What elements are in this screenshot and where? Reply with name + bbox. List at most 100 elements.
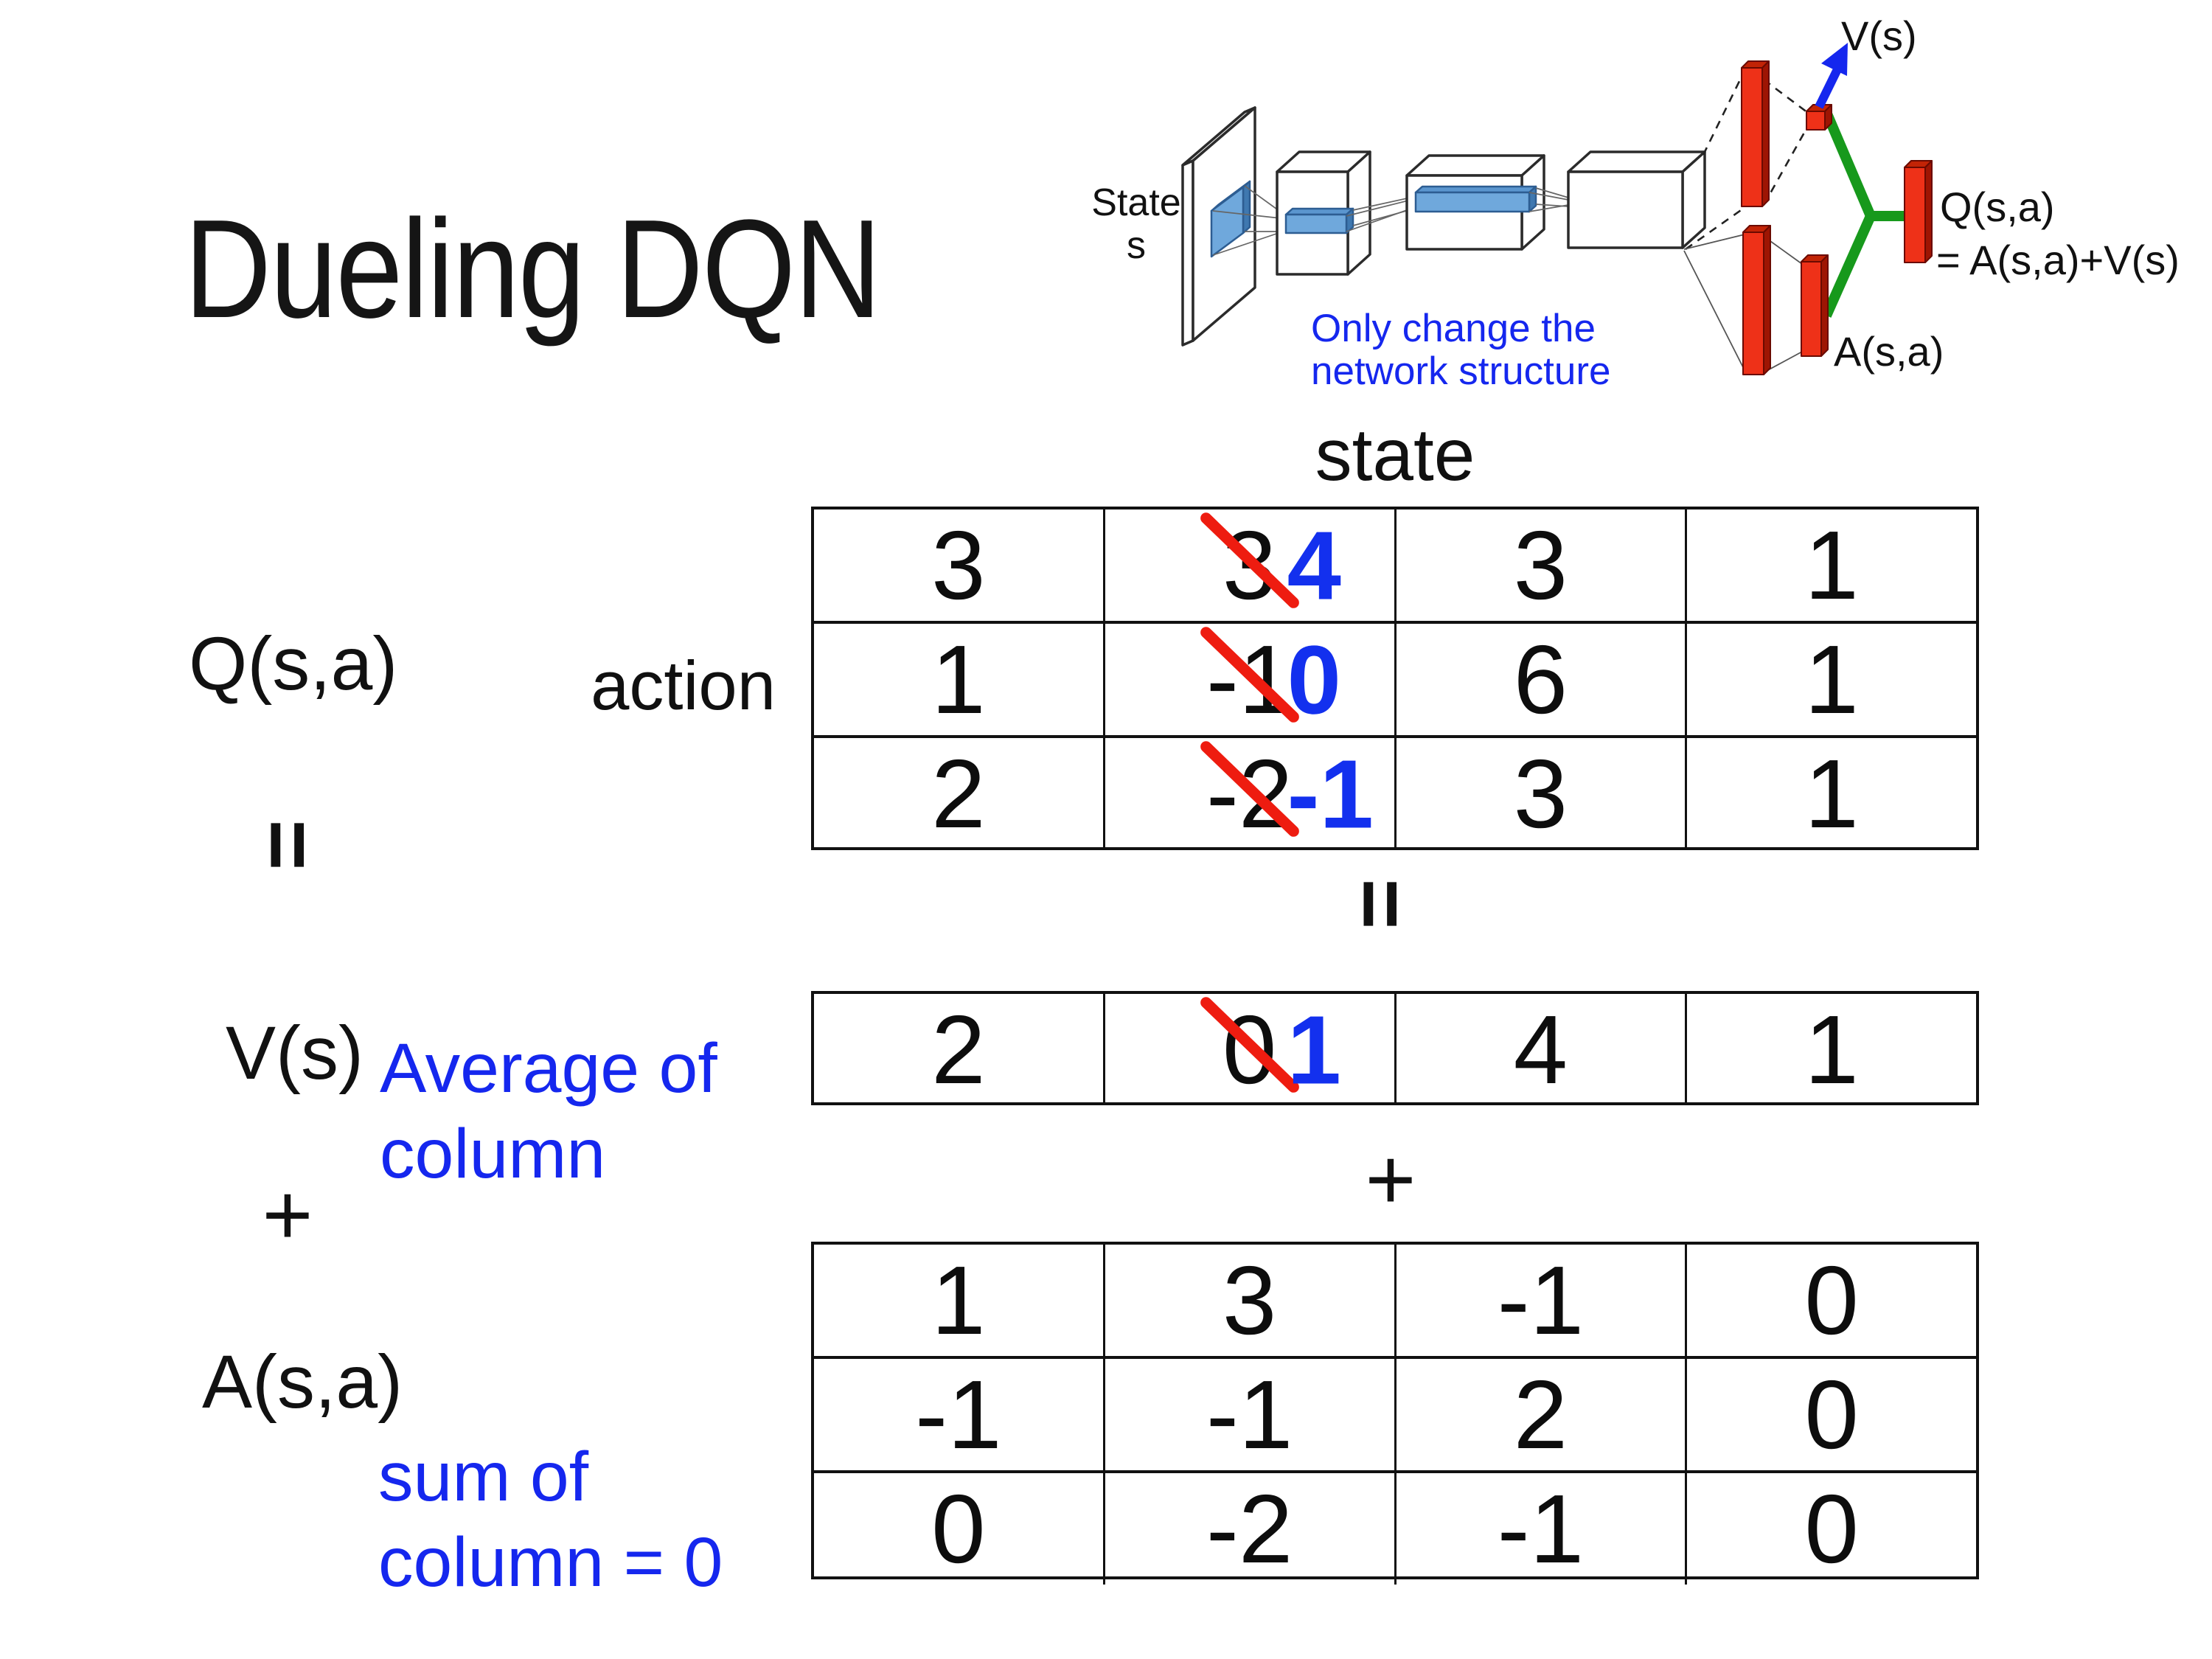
advantage-stream-lines xyxy=(1683,234,1803,372)
table-cell: 1 xyxy=(1685,509,1976,621)
table-cell: 1 xyxy=(1685,738,1976,849)
table-cell: 0 xyxy=(814,1473,1103,1585)
table-cell: 0 xyxy=(1685,1245,1976,1356)
table-cell: 4 xyxy=(1394,994,1686,1105)
red-strikethrough-line xyxy=(1197,739,1301,840)
diagram-a-output-label: A(s,a) xyxy=(1834,328,1944,375)
sum-note-line1: sum of xyxy=(378,1438,589,1516)
diagram-state-label-line2: s xyxy=(1127,224,1146,267)
cell-value: 1 xyxy=(1804,625,1859,734)
table-cell: 1 xyxy=(1685,994,1976,1105)
table-cell: 2 xyxy=(814,994,1103,1105)
cell-value: 2 xyxy=(931,995,986,1104)
table-cell: 3 xyxy=(1102,1245,1394,1356)
table-row: 0 -2 -1 0 xyxy=(814,1470,1976,1585)
v-output-arrow xyxy=(1815,43,1848,109)
table-cell: -10 xyxy=(1102,624,1394,735)
cell-value: 4 xyxy=(1513,995,1568,1104)
table-cell: 34 xyxy=(1102,509,1394,621)
corrected-value: 0 xyxy=(1287,625,1341,734)
cell-value: -1 xyxy=(1497,1475,1585,1583)
average-of-column-note: Average of column xyxy=(380,1026,717,1197)
diagram-v-output-label: V(s) xyxy=(1841,13,1917,59)
merge-connector xyxy=(1821,110,1911,318)
table-cell: 1 xyxy=(814,624,1103,735)
cell-value: 2 xyxy=(1513,1360,1568,1469)
slide-title: Dueling DQN xyxy=(184,191,881,347)
fc-box xyxy=(1567,150,1706,249)
diagram-state-label-line1: State xyxy=(1091,181,1180,224)
table-cell: 6 xyxy=(1394,624,1686,735)
value-hidden-bar xyxy=(1741,60,1770,207)
equals-glyph-center: = xyxy=(1331,878,1429,930)
cell-value: 0 xyxy=(931,1475,986,1583)
cell-value: 1 xyxy=(1804,511,1859,619)
diagram-q-output-label-line1: Q(s,a) xyxy=(1940,184,2055,230)
corrected-value: 1 xyxy=(1287,995,1341,1104)
state-axis-header: state xyxy=(1315,414,1475,496)
corrected-value: 4 xyxy=(1287,511,1341,619)
table-cell: 1 xyxy=(814,1245,1103,1356)
advantage-vector-bar xyxy=(1801,254,1829,357)
plus-sign-center: + xyxy=(1346,1131,1435,1228)
table-cell: 2 xyxy=(1394,1359,1686,1470)
value-stream-dashed-lines xyxy=(1685,73,1809,251)
sum-of-column-note: sum of column = 0 xyxy=(378,1435,723,1606)
cell-value: 3 xyxy=(1513,511,1568,619)
table-cell: 3 xyxy=(1394,509,1686,621)
red-strikethrough-line xyxy=(1197,510,1301,611)
table-cell: -2-1 xyxy=(1102,738,1394,849)
crossed-out-value: -2 xyxy=(1197,738,1301,849)
diagram-note-line2: network structure xyxy=(1311,349,1610,393)
cell-value: 0 xyxy=(1804,1360,1859,1469)
action-axis-label: action xyxy=(591,647,776,724)
scalar-v-node xyxy=(1806,104,1832,131)
cell-value: 3 xyxy=(1222,1246,1277,1354)
cell-value: 6 xyxy=(1513,625,1568,734)
diagram-note-line1: Only change the xyxy=(1311,307,1596,350)
network-diagram: State s Only change the network structur… xyxy=(1091,13,2180,393)
table-cell: 0 xyxy=(1685,1359,1976,1470)
cell-value: 0 xyxy=(1804,1246,1859,1354)
input-feature-patch xyxy=(1210,180,1251,258)
table-cell: -1 xyxy=(1394,1473,1686,1585)
table-cell: 3 xyxy=(814,509,1103,621)
state-value-table: 20141 xyxy=(811,991,1979,1105)
table-cell: 3 xyxy=(1394,738,1686,849)
diagram-q-output-label-line2: = A(s,a)+V(s) xyxy=(1936,237,2180,283)
cell-value: 1 xyxy=(1804,740,1859,848)
table-cell: 1 xyxy=(1685,624,1976,735)
equals-sign-center: = xyxy=(1321,860,1439,948)
average-note-line2: column xyxy=(380,1114,606,1193)
cell-value: 0 xyxy=(1804,1475,1859,1583)
table-cell: -1 xyxy=(1394,1245,1686,1356)
average-note-line1: Average of xyxy=(380,1029,717,1107)
table-row: 2-2-1 3 1 xyxy=(814,735,1976,849)
cell-value: -1 xyxy=(1497,1246,1585,1354)
table-cell: -2 xyxy=(1102,1473,1394,1585)
v-function-label: V(s) xyxy=(226,1011,364,1095)
plus-glyph-left: + xyxy=(262,1166,313,1264)
feature-bar-2 xyxy=(1414,185,1537,213)
cell-value: -2 xyxy=(1206,1475,1293,1583)
red-strikethrough-line xyxy=(1197,995,1301,1096)
advantage-hidden-bar xyxy=(1742,225,1771,375)
table-cell: -1 xyxy=(1102,1359,1394,1470)
cell-value: 3 xyxy=(1513,740,1568,848)
equals-glyph-left: = xyxy=(238,819,336,871)
crossed-out-value: 0 xyxy=(1197,994,1301,1105)
red-strikethrough-line xyxy=(1197,625,1301,726)
table-cell: 01 xyxy=(1102,994,1394,1105)
plus-sign-left: + xyxy=(243,1166,332,1264)
q-function-label: Q(s,a) xyxy=(189,622,398,706)
crossed-out-value: -1 xyxy=(1197,624,1301,735)
sum-note-line2: column = 0 xyxy=(378,1523,723,1601)
table-cell: 2 xyxy=(814,738,1103,849)
table-row: 20141 xyxy=(814,994,1976,1105)
cell-value: 1 xyxy=(931,625,986,734)
cell-value: 1 xyxy=(1804,995,1859,1104)
conv-lines-3 xyxy=(1528,187,1569,212)
